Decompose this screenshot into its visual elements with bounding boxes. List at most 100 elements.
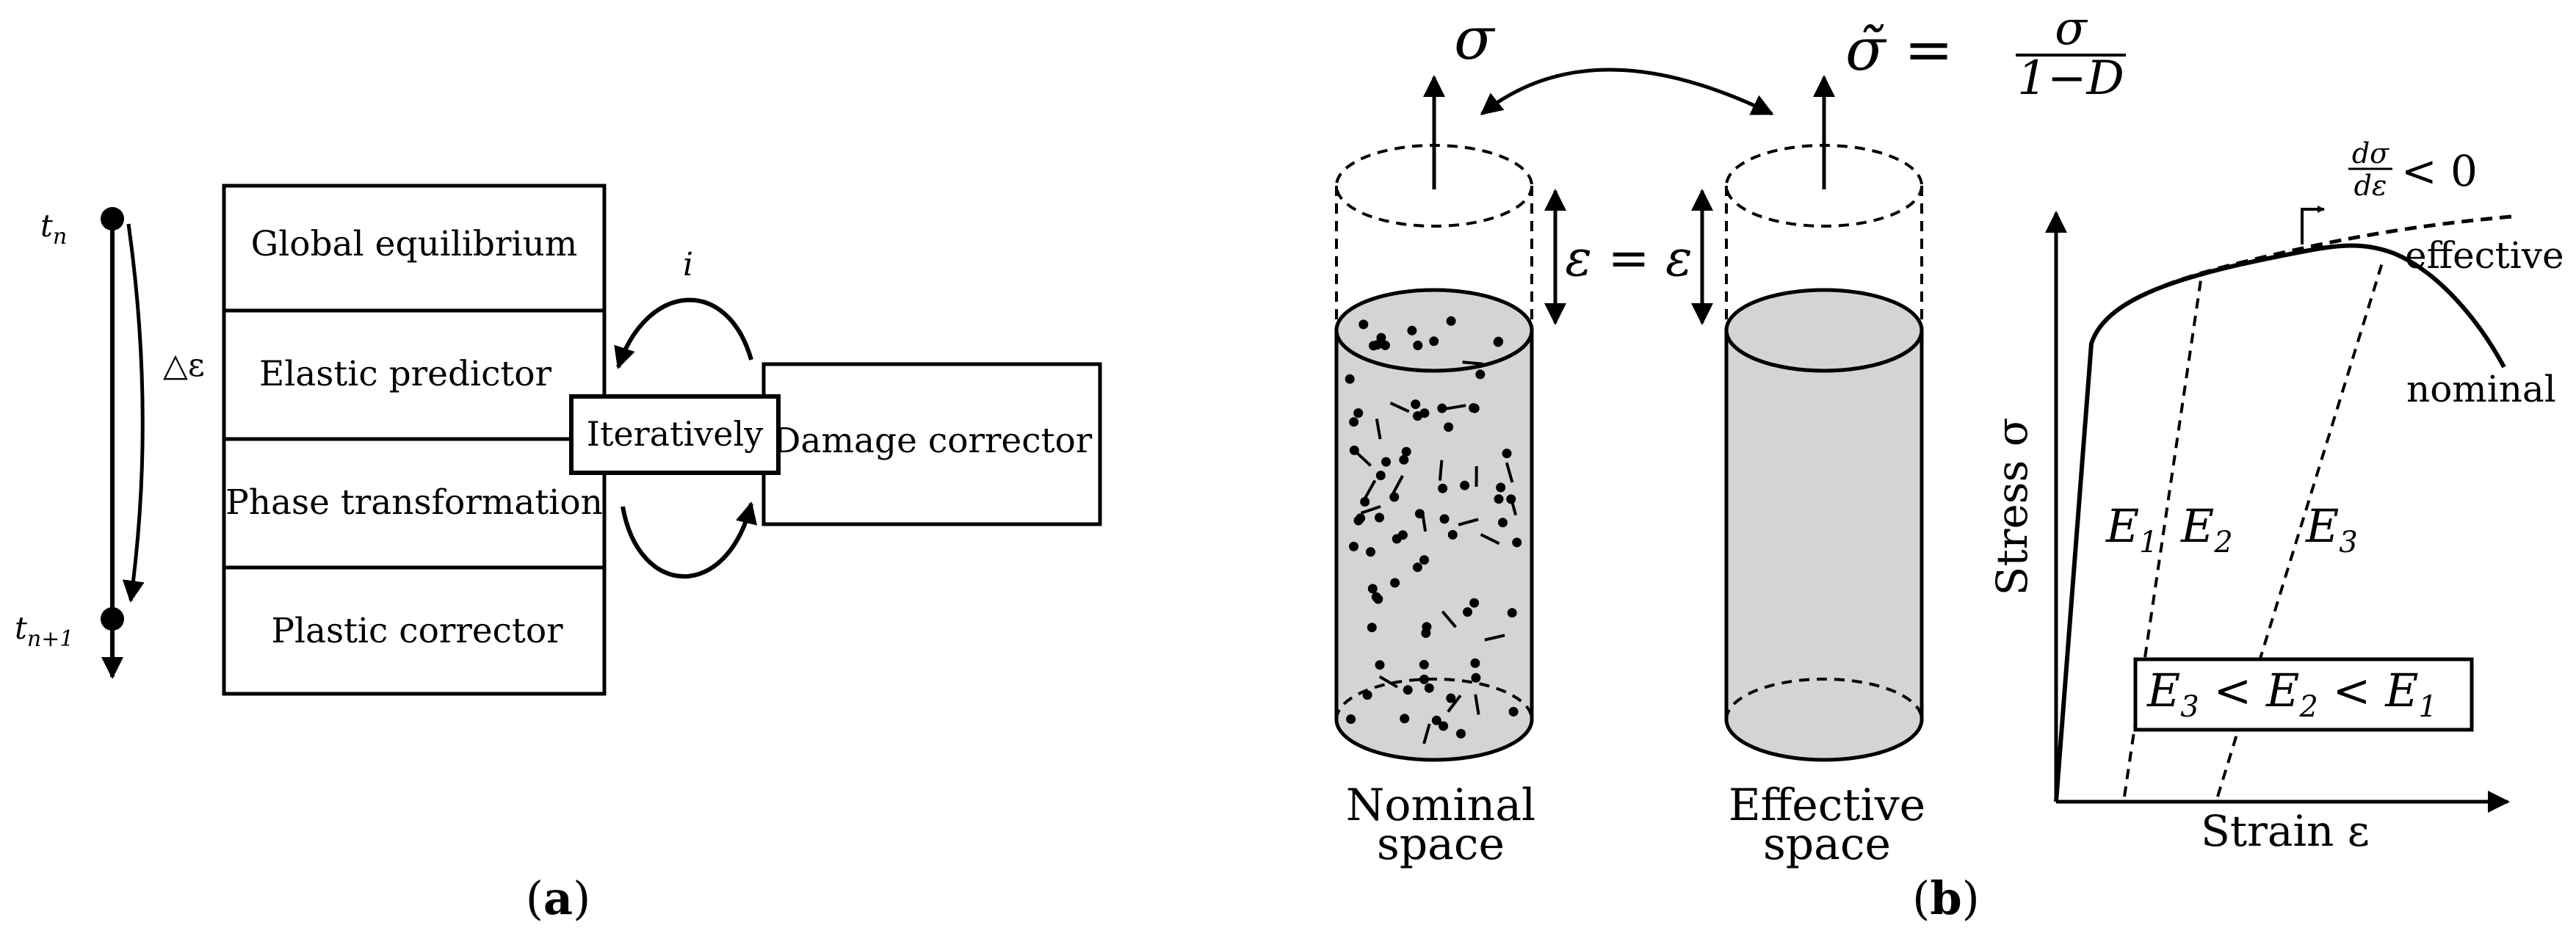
effective-space-line2: space	[1763, 819, 1891, 870]
defect-void	[1444, 422, 1454, 432]
defect-void	[1356, 513, 1366, 523]
defect-crack	[1392, 475, 1404, 495]
defect-void	[1399, 454, 1409, 465]
defect-void	[1375, 471, 1386, 481]
stack-item-plastic-corrector: Plastic corrector	[271, 611, 563, 651]
svg-text:1−D: 1−D	[2017, 51, 2124, 106]
defect-void	[1422, 622, 1432, 632]
moduli-inequality: E3 < E2 < E1	[2146, 664, 2437, 724]
defect-crack	[1480, 533, 1500, 545]
defect-crack	[1441, 610, 1457, 628]
defect-void	[1419, 555, 1429, 565]
time-axis	[101, 207, 145, 679]
defect-crack	[1508, 495, 1518, 516]
defect-void	[1411, 399, 1421, 410]
defect-void	[1494, 336, 1504, 347]
defect-void	[1447, 529, 1458, 540]
defect-void	[1390, 578, 1400, 588]
caption-a: (a)	[526, 871, 591, 925]
defect-void	[1470, 658, 1480, 668]
defect-void	[1413, 341, 1423, 350]
softening-pointer	[2301, 206, 2325, 244]
defect-void	[1381, 457, 1391, 467]
time-end-label: tn+1	[15, 610, 73, 652]
defect-void	[1412, 562, 1422, 573]
stack-item-elastic-predictor: Elastic predictor	[259, 354, 552, 394]
defect-void	[1439, 721, 1449, 731]
nominal-curve-label: nominal	[2406, 368, 2556, 410]
defect-void	[1401, 446, 1411, 457]
panel-b: ε = ε σ σ̃ = σ 1−D Nominal space Effecti…	[1334, 1, 2564, 925]
modulus-e1: E1	[2105, 499, 2158, 559]
defect-crack	[1422, 723, 1431, 744]
defect-crack	[1438, 460, 1444, 481]
defect-void	[1512, 537, 1522, 548]
defect-void	[1360, 497, 1370, 507]
svg-text:< 0: < 0	[2401, 146, 2478, 196]
defect-void	[1353, 408, 1364, 418]
defect-void	[1413, 411, 1422, 421]
slope-condition: dσ dε < 0	[2348, 137, 2478, 202]
defect-void	[1498, 518, 1508, 528]
caption-b: (b)	[1912, 871, 1980, 925]
defect-void	[1400, 714, 1410, 724]
effective-space-line1: Effective	[1729, 780, 1925, 831]
increment-arrow	[122, 223, 145, 603]
defect-void	[1367, 623, 1377, 633]
defect-void	[1469, 403, 1478, 413]
defect-crack	[1447, 694, 1462, 713]
defect-void	[1346, 714, 1356, 724]
defect-void	[1508, 706, 1519, 717]
defect-crack	[1375, 418, 1382, 440]
equivalence-arrow	[1480, 68, 1774, 116]
effective-curve-label: effective	[2405, 234, 2564, 277]
modulus-e2: E2	[2180, 499, 2233, 559]
effective-cylinder	[1724, 75, 1924, 762]
defect-void	[1437, 403, 1447, 413]
defect-void	[1380, 340, 1390, 350]
defect-void	[1403, 685, 1413, 695]
defect-crack	[1378, 675, 1398, 689]
defect-crack	[1505, 462, 1514, 483]
defect-void	[1494, 494, 1504, 504]
iteratively-box	[569, 394, 781, 475]
moduli-inequality-box	[2133, 657, 2474, 732]
stack-item-phase-transformation: Phase transformation	[225, 482, 603, 523]
stack-item-global-equilibrium: Global equilibrium	[251, 224, 578, 264]
increment-label: △ε	[163, 347, 205, 384]
defect-void	[1373, 594, 1383, 604]
defect-void	[1496, 482, 1506, 493]
stress-strain-plot: dσ dε < 0 effective nominal Stress σ Str…	[1987, 137, 2564, 856]
defect-crack	[1389, 402, 1410, 413]
defect-void	[1419, 659, 1429, 670]
defect-particles	[1345, 316, 1522, 744]
iteration-arrow-top	[614, 297, 753, 369]
defect-void	[1366, 547, 1375, 557]
defect-void	[1389, 492, 1400, 502]
algorithm-stack: Global equilibrium Elastic predictor Pha…	[222, 184, 607, 696]
svg-text:dε: dε	[2354, 170, 2387, 202]
defect-crack	[1474, 694, 1480, 715]
defect-void	[1431, 715, 1441, 725]
nominal-cylinder	[1334, 75, 1534, 762]
defect-void	[1358, 319, 1369, 330]
time-start-dot	[101, 207, 124, 231]
defect-void	[1349, 417, 1359, 427]
iteratively-label: Iteratively	[587, 414, 763, 454]
panel-a: tn tn+1 △ε Global equilibrium Elastic pr…	[15, 184, 1102, 925]
defect-void	[1362, 690, 1372, 700]
modulus-e3: E3	[2305, 499, 2358, 559]
defect-void	[1376, 333, 1386, 343]
defect-crack	[1458, 518, 1479, 526]
svg-text:σ̃ =: σ̃ =	[1845, 15, 1953, 84]
effective-stress-formula: σ̃ = σ 1−D	[1845, 1, 2126, 106]
defect-void	[1460, 480, 1470, 490]
defect-crack	[1360, 505, 1381, 515]
defect-void	[1367, 584, 1378, 594]
iteration-label: i	[683, 246, 693, 283]
defect-void	[1349, 445, 1359, 455]
svg-text:σ: σ	[2055, 1, 2088, 56]
nominal-space-line2: space	[1377, 819, 1505, 870]
strain-equality: ε = ε	[1565, 230, 1692, 288]
defect-void	[1414, 509, 1425, 519]
